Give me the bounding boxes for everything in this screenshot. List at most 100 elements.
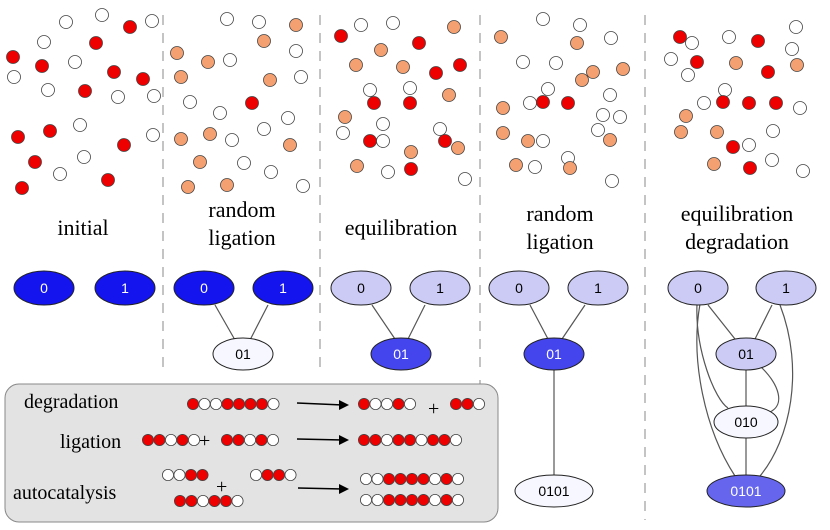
node-label: 01 — [235, 346, 251, 362]
polymer-chain — [359, 493, 464, 506]
monomer-bead — [428, 472, 441, 485]
monomer-particle — [181, 180, 195, 194]
monomer-bead — [255, 433, 268, 446]
polymer-chain — [141, 433, 200, 446]
monomer-particle — [201, 55, 215, 69]
node-label: 0 — [357, 280, 365, 296]
monomer-particle — [257, 34, 271, 48]
monomer-particle — [604, 31, 618, 45]
plus-sign: + — [199, 430, 210, 452]
node-label: 1 — [121, 280, 129, 296]
stage-label-initial: initial — [57, 215, 108, 240]
monomer-particle — [334, 29, 348, 43]
monomer-particle — [350, 159, 364, 173]
monomer-bead — [371, 472, 384, 485]
monomer-bead — [153, 433, 166, 446]
monomer-particle — [761, 65, 775, 79]
monomer-bead — [232, 397, 245, 410]
monomer-bead — [417, 493, 430, 506]
monomer-bead — [243, 433, 256, 446]
monomer-particle — [294, 70, 308, 84]
monomer-particle — [726, 140, 740, 154]
monomer-particle — [367, 96, 381, 110]
monomer-bead — [438, 433, 451, 446]
node-label: 0 — [515, 280, 523, 296]
monomer-bead — [371, 493, 384, 506]
monomer-particle — [729, 56, 743, 70]
monomer-particle — [453, 58, 467, 72]
node-label: 0 — [200, 280, 208, 296]
monomer-bead — [359, 472, 372, 485]
monomer-particle — [494, 30, 508, 44]
monomer-particle — [549, 56, 563, 70]
stage-label-random-ligation-2a: random — [526, 201, 593, 226]
monomer-particle — [765, 153, 779, 167]
node-s2-01: 01 — [212, 337, 274, 371]
monomer-bead — [449, 433, 462, 446]
monomer-particle — [516, 55, 530, 69]
node-label: 0 — [40, 280, 48, 296]
stage-label-equilibration: equilibration — [345, 215, 457, 240]
monomer-particle — [616, 62, 630, 76]
monomer-particle — [742, 138, 756, 152]
monomer-particle — [458, 172, 472, 186]
edge-s5-0-010 — [696, 303, 729, 409]
legend-degradation-label: degradation — [24, 391, 118, 413]
monomer-particle — [183, 95, 197, 109]
node-s3-0: 0 — [330, 270, 392, 306]
monomer-particle — [536, 95, 550, 109]
monomer-particle — [89, 36, 103, 50]
node-s5-1: 1 — [755, 270, 817, 306]
stage-labels: initial random ligation equilibration ra… — [57, 197, 793, 254]
polymer-chain — [359, 472, 464, 485]
arrow-ligation — [296, 438, 344, 441]
monomer-particle — [225, 133, 239, 147]
monomer-particle — [613, 110, 627, 124]
monomer-particle — [101, 173, 115, 187]
monomer-bead — [209, 397, 222, 410]
monomer-particle — [336, 126, 350, 140]
monomer-bead — [357, 397, 370, 410]
monomer-particle — [203, 127, 217, 141]
monomer-particle — [685, 36, 699, 50]
monomer-particle — [710, 125, 724, 139]
node-s1-0: 0 — [13, 270, 75, 306]
graph-edges — [214, 303, 794, 477]
monomer-particle — [289, 18, 303, 32]
monomer-particle — [396, 60, 410, 74]
monomer-bead — [426, 433, 439, 446]
monomer-particle — [237, 156, 251, 170]
particle-field-stage-5 — [664, 20, 810, 178]
monomer-bead — [261, 468, 274, 481]
monomer-particle — [603, 133, 617, 147]
stage-label-random-ligation-1b: ligation — [208, 225, 275, 250]
monomer-particle — [78, 84, 92, 98]
monomer-bead — [380, 397, 393, 410]
node-s4-0: 0 — [488, 270, 550, 306]
monomer-particle — [257, 122, 271, 136]
monomer-bead — [382, 493, 395, 506]
monomer-particle — [429, 66, 443, 80]
edge-s5-1-0101 — [759, 304, 794, 477]
node-label: 01 — [738, 346, 754, 362]
monomer-particle — [575, 73, 589, 87]
polymer-chain — [173, 494, 244, 507]
node-label: 1 — [436, 280, 444, 296]
monomer-bead — [369, 433, 382, 446]
edge-s3-0-01 — [371, 304, 396, 340]
monomer-particle — [146, 128, 160, 142]
arrow-degradation — [296, 402, 344, 406]
monomer-particle — [174, 70, 188, 84]
monomer-particle — [403, 96, 417, 110]
polymer-chain — [161, 468, 209, 481]
edge-s5-01-010b — [759, 365, 780, 413]
monomer-particle — [722, 30, 736, 44]
monomer-particle — [496, 101, 510, 115]
legend-polymer-chains — [141, 397, 485, 507]
monomer-bead — [198, 397, 211, 410]
monomer-particle — [73, 118, 87, 132]
monomer-particle — [136, 72, 150, 86]
node-label: 0101 — [538, 483, 569, 499]
monomer-particle — [35, 59, 49, 73]
